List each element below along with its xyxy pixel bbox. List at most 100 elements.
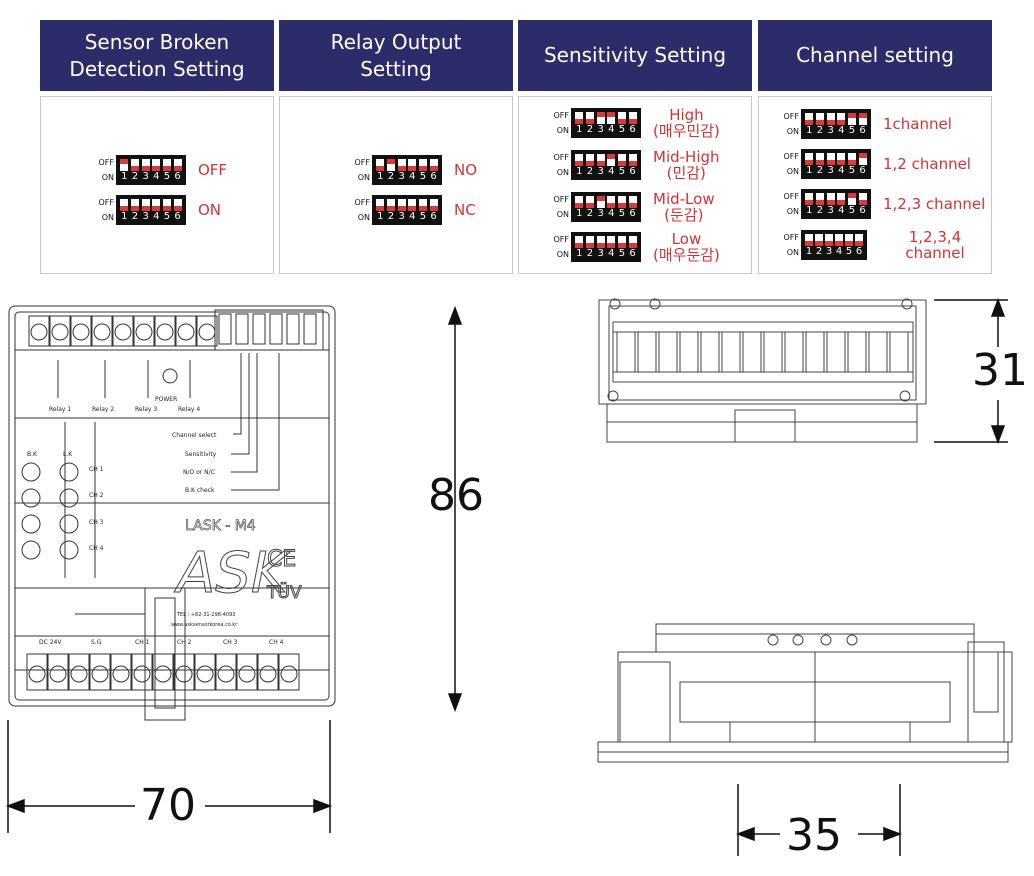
switch-number: 5 [163, 210, 171, 222]
switch-slot: 6 [628, 235, 637, 259]
switch-slot: 3 [825, 233, 833, 257]
switch-number: 2 [816, 124, 824, 136]
switch-slot: 4 [837, 112, 846, 136]
switch-lever [858, 192, 867, 205]
on-label: ON [101, 173, 114, 182]
switch-number: 2 [387, 210, 395, 222]
switch-number: 3 [597, 247, 604, 259]
terminal-slot [194, 653, 216, 691]
switch-slot: 1 [376, 198, 385, 222]
switch-lever [815, 112, 824, 125]
switch-lever [596, 195, 605, 208]
switch-slot: 3 [826, 192, 835, 216]
switch-number: 3 [142, 170, 149, 182]
header-line: Setting [360, 56, 432, 81]
bk-led [21, 540, 41, 560]
switch-number: 6 [859, 204, 866, 216]
switch-lever [607, 111, 616, 124]
switch-lever [628, 111, 637, 124]
switch-lever [408, 158, 417, 171]
terminal-slot [131, 653, 153, 691]
switch-slot: 4 [408, 158, 417, 182]
terminal-screw [112, 665, 130, 683]
switch-slot: 4 [835, 233, 843, 257]
terminal-screw [135, 323, 153, 341]
switch-lever [826, 152, 835, 165]
switch-lever [585, 153, 594, 166]
switch-slot: 3 [826, 152, 835, 176]
relay3-label: Relay 3 [135, 406, 157, 413]
switch-lever [815, 233, 823, 246]
switch-slot: 4 [607, 153, 616, 177]
terminal-screw [177, 323, 195, 341]
terminal-screw [217, 665, 235, 683]
switch-number: 2 [815, 245, 823, 257]
switch-lever [858, 112, 867, 125]
terminal-slot [152, 653, 174, 691]
switch-lever [805, 192, 814, 205]
setting-sensitivity: Sensitivity [185, 451, 217, 458]
switch-slot: 4 [607, 111, 616, 135]
switch-number: 1 [576, 123, 583, 135]
on-label: ON [786, 207, 799, 216]
switch-lever [837, 112, 846, 125]
switch-lever [141, 158, 150, 171]
switch-slot: 1 [575, 111, 584, 135]
switch-number: 1 [121, 170, 128, 182]
lk-led [59, 540, 79, 560]
terminal-screw [93, 323, 111, 341]
switch-lever [585, 111, 594, 124]
ch4-label: CH 4 [89, 545, 104, 552]
setting-value: High(매우민감) [653, 107, 720, 139]
switch-number: 2 [586, 165, 594, 177]
bottom-label-dc24v: DC 24V [39, 639, 62, 646]
switch-slot: 5 [847, 152, 856, 176]
switch-slot: 1 [575, 153, 584, 177]
off-label: OFF [98, 198, 115, 207]
switch-lever [596, 153, 605, 166]
terminal-slot [278, 653, 300, 691]
switch-slot: 5 [847, 192, 856, 216]
switch-number: 4 [608, 165, 615, 177]
setting-value: Mid-High(민감) [653, 149, 720, 181]
switch-lever [805, 152, 814, 165]
terminal-screw [49, 665, 67, 683]
switch-lever [826, 192, 835, 205]
dip-block [269, 313, 283, 345]
on-label: ON [786, 248, 799, 257]
switch-lever [120, 198, 129, 211]
switch-number: 3 [597, 123, 604, 135]
header-line: Sensor Broken [84, 29, 230, 54]
switch-lever [585, 235, 594, 248]
bk-led [21, 462, 41, 482]
side-terminal [742, 331, 762, 373]
setting-value: 1,2 channel [883, 155, 971, 173]
switch-slot: 6 [855, 233, 863, 257]
switch-slot: 2 [386, 158, 395, 182]
switch-number: 2 [816, 204, 824, 216]
switch-number: 1 [576, 207, 583, 219]
switch-number: 5 [845, 245, 853, 257]
setting-value: OFF [198, 161, 228, 179]
switch-number: 4 [608, 247, 615, 259]
switch-lever [386, 158, 395, 171]
switch-number: 3 [142, 210, 149, 222]
setting-value: 1,2,3 channel [883, 195, 986, 213]
switch-slot: 5 [845, 233, 853, 257]
switch-lever [173, 158, 182, 171]
power-label: POWER [155, 396, 177, 403]
switch-number: 5 [419, 170, 427, 182]
switch-number: 4 [838, 124, 845, 136]
switch-number: 5 [848, 204, 856, 216]
